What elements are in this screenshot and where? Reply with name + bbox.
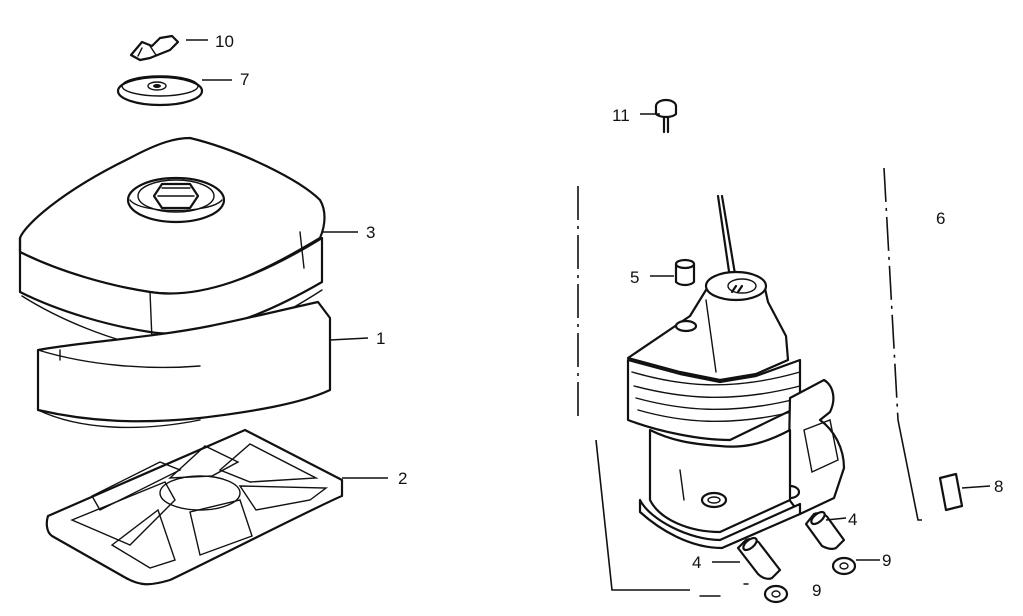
part-pin-upper [804,510,846,550]
callout-6: 6 [936,209,945,228]
part-housing [626,194,846,550]
callout-4-upper: 4 [848,510,857,529]
callout-3: 3 [366,223,375,242]
callout-5: 5 [630,268,639,287]
callout-7: 7 [240,70,249,89]
part-filter-element [36,300,332,429]
callout-9-bottom: 9 [812,581,821,600]
callout-10: 10 [215,32,234,51]
leader-4b [825,517,847,521]
callout-1: 1 [376,329,385,348]
gasket-outline [577,167,922,597]
leader-1 [329,337,369,341]
part-nut-right [831,556,857,576]
part-wing-nut [129,34,180,62]
part-washer [116,75,204,107]
part-air-cleaner-cover [18,136,326,351]
part-small-gasket [938,472,964,512]
callout-2: 2 [398,469,407,488]
callout-8: 8 [994,477,1003,496]
callout-9-right: 9 [882,551,891,570]
part-nut-bottom [743,583,789,604]
leader-8 [961,485,991,489]
part-bolt [654,98,678,134]
callout-11: 11 [612,106,630,125]
part-plug [674,258,696,287]
part-pin-lower [736,536,782,580]
part-base-plate [45,428,344,586]
callout-4-lower: 4 [692,553,701,572]
